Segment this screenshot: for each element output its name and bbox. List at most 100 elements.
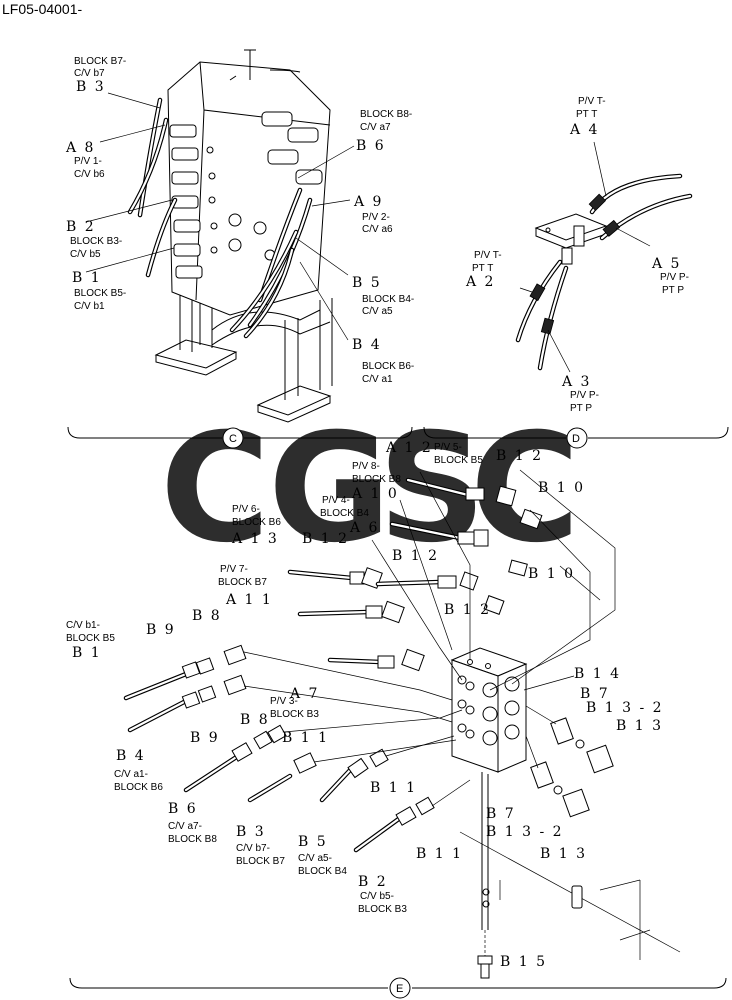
label-c-cv-a6: C/V a6 bbox=[362, 224, 393, 235]
section-marker-d: D bbox=[572, 433, 580, 445]
label-e-block-b6: BLOCK B6 bbox=[114, 782, 163, 793]
part-number-a12: A 1 2 bbox=[385, 440, 433, 456]
label-e-pv4: P/V 4- bbox=[322, 495, 350, 506]
part-number-b13-2-low: B 1 3 - 2 bbox=[486, 824, 564, 840]
part-number-b5-e: B 5 bbox=[298, 834, 328, 850]
label-d-pv-t-top: P/V T- bbox=[578, 96, 606, 107]
label-e-block-b4: BLOCK B4 bbox=[320, 508, 369, 519]
label-c-cv-a1: C/V a1 bbox=[362, 374, 393, 385]
section-e-labels: A 1 2 P/V 5- BLOCK B5 B 1 2 P/V 8- BLOCK… bbox=[66, 440, 663, 970]
part-number-a4: A 4 bbox=[569, 122, 599, 138]
label-e-pv5: P/V 5- bbox=[434, 442, 462, 453]
label-e-pv3: P/V 3- bbox=[270, 696, 298, 707]
label-c-cv-b6: C/V b6 bbox=[74, 169, 105, 180]
label-e-block-b3-low: BLOCK B3 bbox=[358, 904, 407, 915]
part-number-b1: B 1 bbox=[72, 270, 102, 286]
diagram-code: LF05-04001- bbox=[2, 1, 83, 17]
label-e-cv-b1: C/V b1- bbox=[66, 620, 100, 631]
watermark-letter-2: G bbox=[268, 402, 391, 576]
part-number-b12-mid: B 1 2 bbox=[302, 531, 349, 547]
label-d-pt-t-top: PT T bbox=[576, 109, 597, 120]
label-e-block-b7-low: BLOCK B7 bbox=[236, 856, 285, 867]
label-e-block-b8-low: BLOCK B8 bbox=[168, 834, 217, 845]
section-e-illustration bbox=[123, 469, 681, 979]
part-number-a5: A 5 bbox=[651, 256, 681, 272]
part-number-b12-top: B 1 2 bbox=[496, 448, 543, 464]
label-c-pv1: P/V 1- bbox=[74, 156, 102, 167]
label-d-pt-t-left: PT T bbox=[472, 263, 493, 274]
part-number-b6: B 6 bbox=[356, 138, 386, 154]
part-number-b2: B 2 bbox=[66, 219, 96, 235]
label-e-block-b5-left: BLOCK B5 bbox=[66, 633, 115, 644]
section-marker-e: E bbox=[396, 983, 403, 995]
label-d-pt-p-low: PT P bbox=[570, 403, 592, 414]
label-e-block-b6: BLOCK B6 bbox=[232, 517, 281, 528]
label-c-cv-a7: C/V a7 bbox=[360, 122, 391, 133]
section-bracket-bottom: E bbox=[69, 977, 727, 999]
section-c-callouts bbox=[85, 92, 355, 341]
label-e-block-b5-top: BLOCK B5 bbox=[434, 455, 483, 466]
part-number-b8-top: B 8 bbox=[192, 608, 222, 624]
part-number-a11: A 1 1 bbox=[225, 592, 273, 608]
part-number-b7-low: B 7 bbox=[486, 806, 516, 822]
label-c-block-b4: BLOCK B4- bbox=[362, 294, 414, 305]
label-e-cv-a1: C/V a1- bbox=[114, 769, 148, 780]
manifold-ports bbox=[457, 675, 520, 746]
label-c-cv-b1: C/V b1 bbox=[74, 301, 105, 312]
section-brackets-top: C D bbox=[67, 426, 729, 449]
part-number-b3: B 3 bbox=[76, 79, 106, 95]
part-number-b14: B 1 4 bbox=[574, 666, 621, 682]
valve-caps bbox=[206, 111, 323, 261]
section-d-illustration bbox=[515, 141, 693, 373]
part-number-b8-low: B 8 bbox=[240, 712, 270, 728]
label-e-pv6: P/V 6- bbox=[232, 504, 260, 515]
part-number-b4-e: B 4 bbox=[116, 748, 146, 764]
label-e-pv8: P/V 8- bbox=[352, 461, 380, 472]
part-number-a3: A 3 bbox=[561, 374, 591, 390]
part-number-b3-e: B 3 bbox=[236, 824, 266, 840]
part-number-a6: A 6 bbox=[349, 520, 379, 536]
part-number-b9-top: B 9 bbox=[146, 622, 176, 638]
label-d-pv-p-low: P/V P- bbox=[570, 390, 599, 401]
part-number-b10-top: B 1 0 bbox=[538, 480, 585, 496]
label-c-block-b8: BLOCK B8- bbox=[360, 109, 412, 120]
part-number-b1-e: B 1 bbox=[72, 645, 102, 661]
part-number-b5: B 5 bbox=[352, 275, 382, 291]
part-number-b13-top: B 1 3 bbox=[616, 718, 663, 734]
label-c-block-b5: BLOCK B5- bbox=[74, 288, 126, 299]
label-c-cv-b7: C/V b7 bbox=[74, 68, 105, 79]
section-c-labels: BLOCK B7- C/V b7 B 3 A 8 P/V 1- C/V b6 B… bbox=[65, 56, 414, 385]
part-number-b4: B 4 bbox=[352, 337, 382, 353]
part-number-a10: A 1 0 bbox=[351, 486, 399, 502]
part-number-b11-a: B 1 1 bbox=[282, 730, 329, 746]
section-marker-c: C bbox=[229, 433, 237, 445]
part-number-b2-e: B 2 bbox=[358, 874, 388, 890]
label-c-block-b6: BLOCK B6- bbox=[362, 361, 414, 372]
label-d-pv-t-left: P/V T- bbox=[474, 250, 502, 261]
section-d-labels: P/V T- PT T A 4 P/V T- PT T A 2 A 5 P/V … bbox=[465, 96, 689, 414]
part-number-a9: A 9 bbox=[353, 194, 383, 210]
part-number-b11-b: B 1 1 bbox=[370, 780, 417, 796]
label-c-block-b3: BLOCK B3- bbox=[70, 236, 122, 247]
label-e-cv-a7: C/V a7- bbox=[168, 821, 202, 832]
part-number-b12-right: B 1 2 bbox=[392, 548, 439, 564]
part-number-b9-low: B 9 bbox=[190, 730, 220, 746]
part-number-b12-low: B 1 2 bbox=[444, 602, 491, 618]
label-e-pv7: P/V 7- bbox=[220, 564, 248, 575]
label-d-pv-p-right: P/V P- bbox=[660, 272, 689, 283]
label-c-cv-b5: C/V b5 bbox=[70, 249, 101, 260]
label-e-cv-b5: C/V b5- bbox=[360, 891, 394, 902]
label-e-cv-a5: C/V a5- bbox=[298, 853, 332, 864]
part-number-b15: B 1 5 bbox=[500, 954, 547, 970]
part-number-a2: A 2 bbox=[465, 274, 495, 290]
label-c-pv2: P/V 2- bbox=[362, 212, 390, 223]
part-number-b10-mid: B 1 0 bbox=[528, 566, 575, 582]
label-e-block-b8: BLOCK B8 bbox=[352, 474, 401, 485]
part-number-a13: A 1 3 bbox=[231, 531, 279, 547]
part-number-a7: A 7 bbox=[289, 686, 319, 702]
label-e-block-b4-low: BLOCK B4 bbox=[298, 866, 347, 877]
part-number-b7-top: B 7 bbox=[580, 686, 610, 702]
part-number-b6-e: B 6 bbox=[168, 801, 198, 817]
label-c-block-b7: BLOCK B7- bbox=[74, 56, 126, 67]
